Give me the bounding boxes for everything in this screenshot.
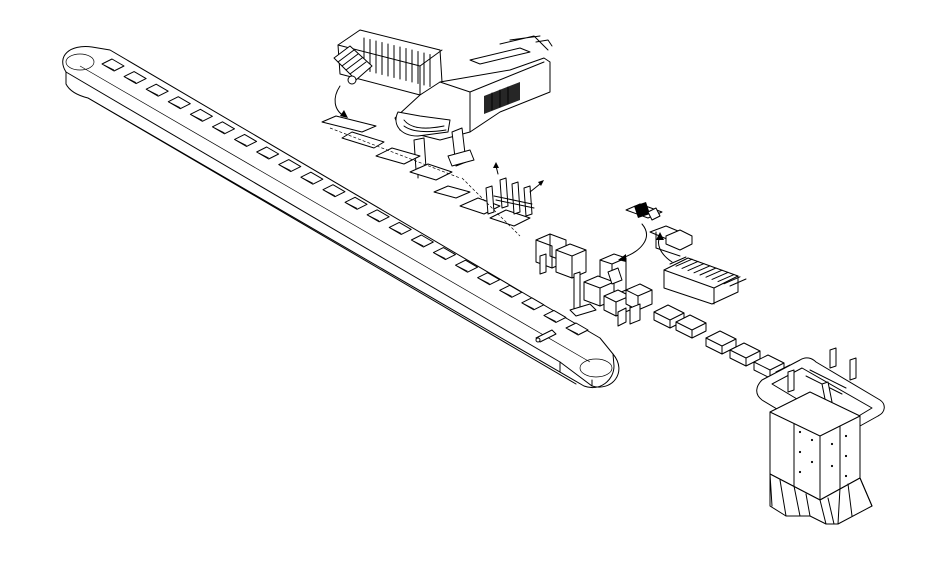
box-edge — [729, 349, 761, 367]
fin — [669, 256, 687, 265]
tray-edge — [501, 290, 512, 297]
tray-edge — [125, 77, 137, 83]
belt-tray — [300, 171, 324, 185]
tray-edge — [413, 240, 424, 247]
long-belt-conveyor — [62, 46, 620, 388]
tray-edge — [214, 127, 225, 134]
tray-edge — [170, 102, 181, 109]
belt-tray — [344, 196, 368, 210]
tray-edge — [391, 228, 402, 234]
hopper-bolts — [798, 430, 848, 478]
box-edge — [675, 321, 707, 339]
belt-tray — [211, 121, 235, 135]
fin — [687, 263, 705, 272]
tray-edge — [479, 278, 490, 285]
tray-edge — [324, 190, 336, 197]
tray-edge — [103, 64, 115, 71]
discharge-hopper — [769, 391, 873, 525]
tray-edge — [523, 303, 534, 310]
belt-tray — [167, 96, 191, 110]
belt-trays — [101, 58, 589, 336]
bolt — [810, 438, 814, 442]
component-assembly-station — [433, 162, 597, 317]
heat-sink-fins — [363, 37, 431, 87]
fin — [717, 274, 735, 283]
belt-tray — [432, 247, 456, 261]
tray-edge — [346, 202, 358, 209]
belt-tray — [145, 83, 169, 97]
belt-tray — [234, 133, 258, 147]
fin — [693, 265, 711, 274]
bolt — [810, 460, 814, 464]
transfer-gripper — [583, 253, 653, 327]
tray-edge — [435, 253, 446, 259]
fin — [699, 267, 717, 276]
fin — [711, 271, 729, 280]
tray-edge — [192, 114, 203, 121]
bolt — [798, 430, 802, 434]
tray-edge — [302, 177, 314, 184]
belt-tray — [366, 209, 390, 223]
tray-edge — [280, 165, 291, 171]
bolt — [830, 464, 834, 468]
belt-tray — [256, 146, 280, 160]
bolt — [830, 442, 834, 446]
bolt — [844, 434, 848, 438]
tray-edge — [258, 152, 269, 159]
upper-processing-machine — [321, 29, 553, 181]
fin — [675, 258, 693, 267]
belt-tray — [499, 284, 523, 298]
box-edge — [653, 311, 685, 329]
belt-tray — [455, 259, 479, 273]
belt-tray — [123, 71, 147, 85]
belt-tray — [521, 297, 545, 311]
tray-edge — [236, 140, 247, 146]
belt-tray — [565, 322, 589, 336]
belt-tray — [388, 221, 412, 235]
fin — [681, 260, 699, 269]
belt-tray — [477, 272, 501, 286]
box-edge — [705, 337, 737, 355]
belt-tray — [543, 309, 567, 323]
belt-tray — [322, 184, 346, 198]
bolt — [798, 470, 802, 474]
bolt — [844, 454, 848, 458]
belt-tray — [189, 108, 213, 122]
belt-tray — [101, 58, 125, 72]
belt-tray — [410, 234, 434, 248]
tray-edge — [567, 328, 579, 335]
tray-edge — [148, 89, 159, 96]
bolt — [844, 474, 848, 478]
tray-edge — [457, 265, 468, 272]
output-box-conveyor — [653, 304, 807, 389]
fin — [723, 276, 741, 285]
bolt — [798, 450, 802, 454]
belt-tray — [278, 159, 302, 173]
heat-sink-fins — [669, 256, 747, 287]
fin — [705, 269, 723, 278]
tray-edge — [368, 215, 380, 222]
output-box — [675, 314, 707, 339]
fin — [729, 278, 747, 287]
heat-sink-feeder — [618, 202, 747, 305]
tray-edge — [545, 316, 557, 322]
